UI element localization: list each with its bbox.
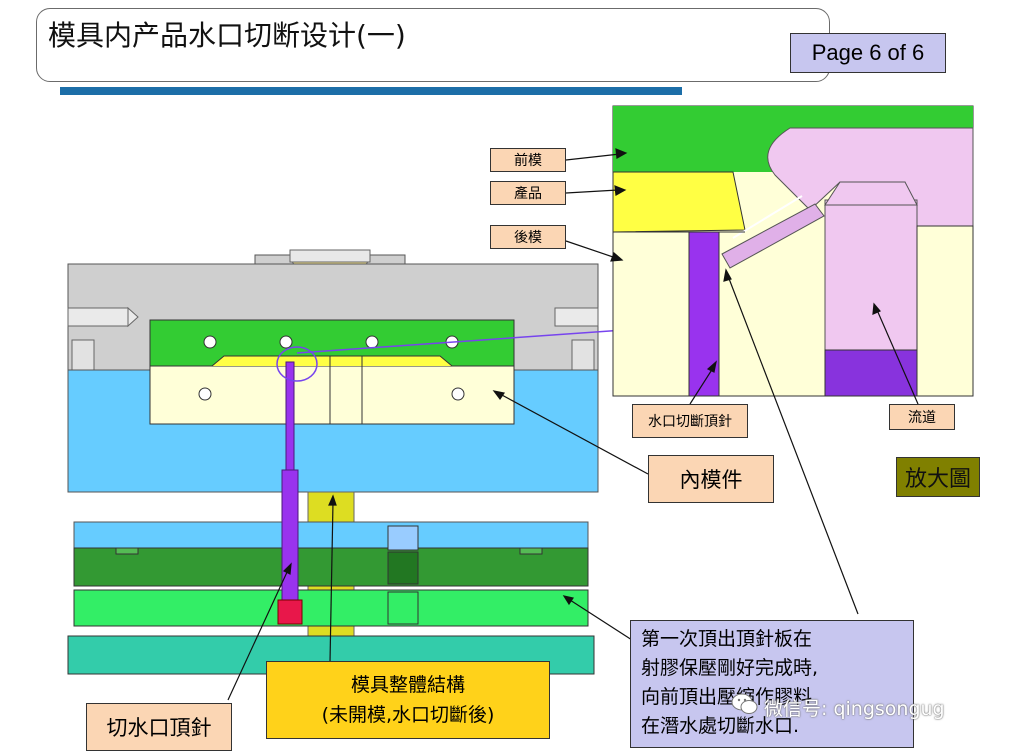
page-title: 模具内产品水口切断设计(一) xyxy=(48,19,406,52)
note-line1: 第一次頂出頂針板在 xyxy=(641,628,813,650)
zoom-view xyxy=(612,105,974,397)
label-cut-gate-pin: 切水口頂針 xyxy=(86,703,232,751)
title-frame xyxy=(36,8,830,82)
explanation-note: 第一次頂出頂針板在 射膠保壓剛好完成時, 向前頂出壓縮作膠料 在潛水處切斷水口. xyxy=(630,620,914,748)
title-underline xyxy=(60,87,682,95)
label-zoom-view: 放大圖 xyxy=(896,457,980,497)
label-front-mold: 前模 xyxy=(490,148,566,172)
note-line4: 在潛水處切斷水口. xyxy=(641,715,800,737)
page-indicator: Page 6 of 6 xyxy=(790,33,946,73)
wechat-icon xyxy=(731,693,758,714)
structure-caption-line2: (未開模,水口切斷後) xyxy=(321,704,495,726)
label-gate-cut-pin: 水口切斷頂針 xyxy=(632,404,748,438)
structure-caption: 模具整體結構 (未開模,水口切斷後) xyxy=(266,661,550,739)
ejector-retainer-plate xyxy=(73,521,589,549)
label-product: 產品 xyxy=(490,181,566,205)
note-line3: 向前頂出壓縮作膠料 xyxy=(641,686,813,708)
label-rear-mold: 後模 xyxy=(490,225,566,249)
label-inner-mold-part: 內模件 xyxy=(648,455,774,503)
label-runner: 流道 xyxy=(889,404,955,430)
watermark-text: 微信号: qingsongug xyxy=(764,698,945,720)
note-line2: 射膠保壓剛好完成時, xyxy=(641,657,819,679)
structure-caption-line1: 模具整體結構 xyxy=(350,674,465,696)
